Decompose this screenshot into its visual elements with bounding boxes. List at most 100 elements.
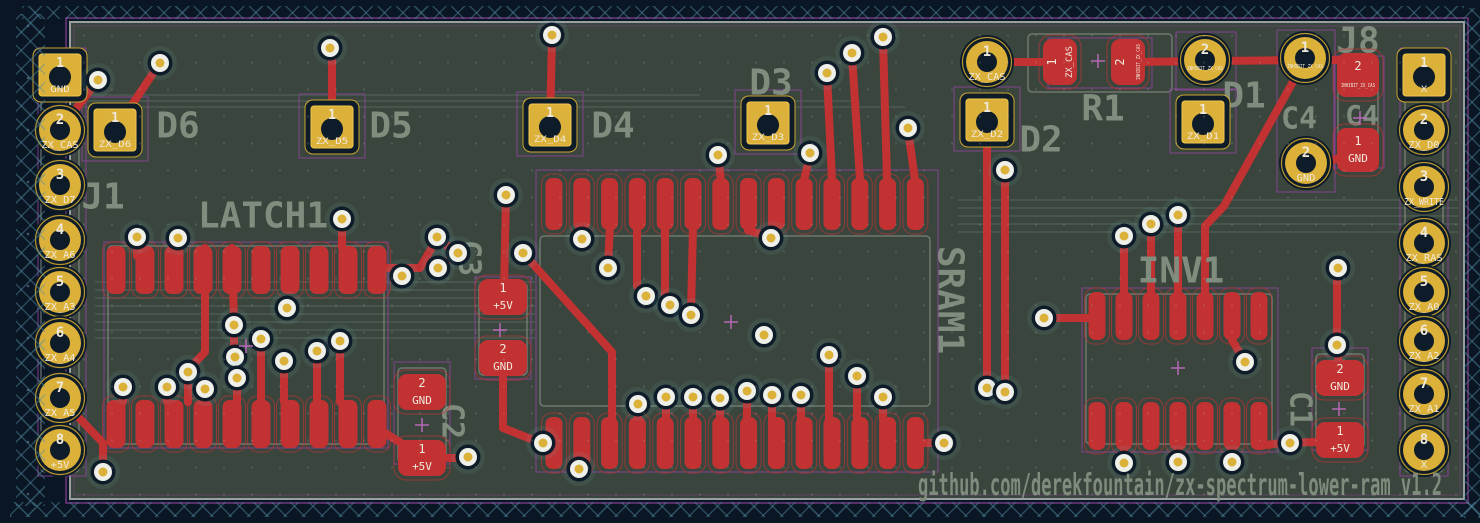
smd-pad-C4-1[interactable] <box>1337 128 1379 172</box>
smd-pad-SRAM1-top-10[interactable] <box>795 178 813 230</box>
smd-pad-LATCH1-top-4[interactable] <box>193 246 213 294</box>
smd-pad-SRAM1-bottom-2[interactable] <box>573 417 591 469</box>
smd-pad-LATCH1-top-6[interactable] <box>251 246 271 294</box>
pad-ring <box>1396 47 1452 103</box>
smd-pad-INV1-top-3[interactable] <box>1142 292 1160 340</box>
smd-pad-INV1-bottom-6[interactable] <box>1223 402 1241 450</box>
smd-pad-INV1-bottom-3[interactable] <box>1142 402 1160 450</box>
smd-pad-SRAM1-bottom-13[interactable] <box>879 417 897 469</box>
copper-trace[interactable] <box>519 249 616 424</box>
smd-pad-LATCH1-bottom-8[interactable] <box>309 400 329 448</box>
smd-pad-LATCH1-bottom-3[interactable] <box>164 400 184 448</box>
smd-pad-INV1-top-5[interactable] <box>1196 292 1214 340</box>
smd-pad-C3-2[interactable] <box>479 340 527 376</box>
smd-pad-INV1-bottom-5[interactable] <box>1196 402 1214 450</box>
smd-pad-SRAM1-bottom-8[interactable] <box>740 417 758 469</box>
smd-pad-INV1-bottom-1[interactable] <box>1088 402 1106 450</box>
pad-clearance <box>652 173 679 235</box>
pad-number: 1 <box>1420 56 1428 71</box>
smd-pad-LATCH1-bottom-2[interactable] <box>135 400 155 448</box>
smd-pad-C3-1[interactable] <box>479 279 527 315</box>
smd-pad-LATCH1-bottom-4[interactable] <box>193 400 213 448</box>
pad-ring <box>34 317 86 369</box>
smd-pad-C4-2[interactable] <box>1337 53 1379 97</box>
smd-pad-SRAM1-bottom-9[interactable] <box>767 417 785 469</box>
drill-hole <box>1414 440 1434 460</box>
smd-pad-SRAM1-top-4[interactable] <box>628 178 646 230</box>
smd-pad-LATCH1-top-7[interactable] <box>280 246 300 294</box>
silkscreen-ref-J1[interactable]: J1 <box>81 177 124 218</box>
smd-pad-LATCH1-top-8[interactable] <box>309 246 329 294</box>
smd-pad-INV1-top-1[interactable] <box>1088 292 1106 340</box>
silkscreen-ref-C4[interactable]: C4 <box>1281 102 1317 137</box>
smd-pad-LATCH1-top-3[interactable] <box>164 246 184 294</box>
smd-pad-SRAM1-bottom-14[interactable] <box>906 417 924 469</box>
copper-trace[interactable] <box>823 71 836 184</box>
smd-pad-LATCH1-bottom-1[interactable] <box>106 400 126 448</box>
copper-trace[interactable] <box>879 36 891 184</box>
smd-pad-INV1-bottom-2[interactable] <box>1115 402 1133 450</box>
smd-pad-LATCH1-top-1[interactable] <box>106 246 126 294</box>
drill-hole <box>50 230 70 250</box>
smd-pad-INV1-bottom-7[interactable] <box>1250 402 1268 450</box>
smd-pad-SRAM1-bottom-3[interactable] <box>601 417 619 469</box>
smd-pad-SRAM1-bottom-5[interactable] <box>656 417 674 469</box>
smd-pad-SRAM1-top-2[interactable] <box>573 178 591 230</box>
smd-pad-INV1-bottom-4[interactable] <box>1169 402 1187 450</box>
smd-pad-C2-1[interactable] <box>398 440 446 476</box>
silkscreen-ref-D4[interactable]: D4 <box>591 106 634 147</box>
smd-pad-LATCH1-top-5[interactable] <box>222 246 242 294</box>
smd-pad-R1-1[interactable] <box>1043 39 1077 85</box>
smd-pad-INV1-top-7[interactable] <box>1250 292 1268 340</box>
smd-pad-INV1-top-6[interactable] <box>1223 292 1241 340</box>
smd-pad-C1-1[interactable] <box>1316 422 1364 458</box>
smd-pad-SRAM1-top-11[interactable] <box>823 178 841 230</box>
smd-pad-LATCH1-bottom-10[interactable] <box>367 400 387 448</box>
silkscreen-ref-D5[interactable]: D5 <box>369 106 412 147</box>
silkscreen-ref-INV1[interactable]: INV1 <box>1138 251 1225 292</box>
smd-pad-SRAM1-bottom-10[interactable] <box>795 417 813 469</box>
silkscreen-ref-D6[interactable]: D6 <box>156 106 199 147</box>
smd-pad-LATCH1-top-2[interactable] <box>135 246 155 294</box>
smd-pad-SRAM1-bottom-11[interactable] <box>823 417 841 469</box>
smd-pad-C1-2[interactable] <box>1316 360 1364 396</box>
copper-trace[interactable] <box>499 360 545 447</box>
smd-pad-SRAM1-top-3[interactable] <box>601 178 619 230</box>
smd-pad-SRAM1-top-13[interactable] <box>879 178 897 230</box>
silkscreen-ref-SRAM1[interactable]: SRAM1 <box>929 246 970 354</box>
copper-trace[interactable] <box>373 235 441 272</box>
smd-pad-SRAM1-bottom-7[interactable] <box>712 417 730 469</box>
smd-pad-SRAM1-top-14[interactable] <box>906 178 924 230</box>
smd-pad-SRAM1-top-1[interactable] <box>545 178 563 230</box>
smd-pad-LATCH1-top-9[interactable] <box>338 246 358 294</box>
smd-pad-INV1-top-2[interactable] <box>1115 292 1133 340</box>
copper-trace[interactable] <box>1201 56 1309 296</box>
copper-trace[interactable] <box>687 222 697 317</box>
smd-pad-SRAM1-top-8[interactable] <box>740 178 758 230</box>
smd-pad-SRAM1-top-7[interactable] <box>712 178 730 230</box>
smd-pad-LATCH1-bottom-7[interactable] <box>280 400 300 448</box>
smd-pad-INV1-top-4[interactable] <box>1169 292 1187 340</box>
smd-pad-R1-2[interactable] <box>1111 39 1145 85</box>
smd-pad-LATCH1-bottom-6[interactable] <box>251 400 271 448</box>
smd-pad-SRAM1-top-6[interactable] <box>684 178 702 230</box>
silkscreen-ref-LATCH1[interactable]: LATCH1 <box>198 196 328 237</box>
smd-pad-SRAM1-bottom-12[interactable] <box>851 417 869 469</box>
silkscreen-ref-C1[interactable]: C1 <box>1283 391 1318 427</box>
smd-pad-SRAM1-bottom-6[interactable] <box>684 417 702 469</box>
copper-trace[interactable] <box>848 51 864 184</box>
smd-pad-LATCH1-bottom-9[interactable] <box>338 400 358 448</box>
smd-pad-SRAM1-bottom-4[interactable] <box>628 417 646 469</box>
smd-pad-SRAM1-top-5[interactable] <box>656 178 674 230</box>
smd-pad-LATCH1-top-10[interactable] <box>367 246 387 294</box>
pad-number: 1 <box>1045 58 1059 65</box>
silkscreen-ref-D2[interactable]: D2 <box>1019 120 1062 161</box>
silkscreen-ref-R1[interactable]: R1 <box>1081 89 1124 130</box>
smd-pad-LATCH1-bottom-5[interactable] <box>222 400 242 448</box>
pad-net: GND <box>1297 173 1316 184</box>
silkscreen-ref-C4[interactable]: C4 <box>1345 99 1379 132</box>
silkscreen-url-text[interactable]: github.com/derekfountain/zx-spectrum-low… <box>918 468 1442 503</box>
smd-pad-SRAM1-top-12[interactable] <box>851 178 869 230</box>
smd-pad-C2-2[interactable] <box>398 374 446 410</box>
smd-pad-SRAM1-top-9[interactable] <box>767 178 785 230</box>
